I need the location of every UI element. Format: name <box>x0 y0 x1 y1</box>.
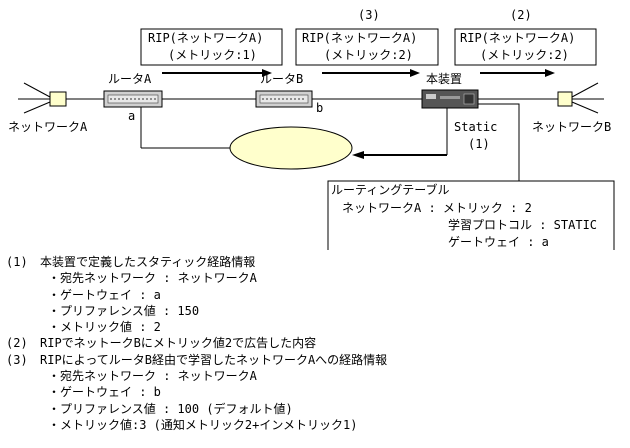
intermediate-network-ellipse <box>229 126 353 170</box>
note-text: ・宛先ネットワーク : ネットワークA <box>48 271 257 286</box>
port-b-label: b <box>316 101 323 115</box>
note-text: RIPによってルータB経由で学習したネットワークAへの経路情報 <box>40 352 388 367</box>
callout-1: RIP(ネットワークA) (メトリック:1) <box>140 28 283 66</box>
note-text: ・メトリック値 : 2 <box>48 320 161 335</box>
note-line: (2) RIPでネットークBにメトリック値2で広告した内容 <box>6 335 626 351</box>
routing-table-connector <box>478 103 520 181</box>
callout-1-line2: (メトリック:1) <box>168 48 257 62</box>
callout-3-line2: (メトリック:2) <box>480 48 569 62</box>
router-a-icon: ルータA a <box>103 72 163 123</box>
static-label: Static <box>454 120 497 134</box>
note-text: ・宛先ネットワーク : ネットワークA <box>48 369 257 384</box>
callout-2-line1: RIP(ネットワークA) <box>302 31 417 45</box>
note-number: (3) <box>6 352 28 367</box>
note-line: ・プリファレンス値 : 100 (デフォルト値) <box>6 401 626 417</box>
network-diagram: RIP(ネットワークA) (メトリック:1) (3) RIP(ネットワークA) … <box>8 8 615 250</box>
callout-1-line1: RIP(ネットワークA) <box>148 31 263 45</box>
note-text: ・メトリック値:3 (通知メトリック2+インメトリック1) <box>48 417 358 432</box>
notes-section: (1) 本装置で定義したスタティック経路情報 ・宛先ネットワーク : ネットワーク… <box>6 254 626 433</box>
routing-table-protocol: 学習プロトコル : STATIC <box>448 217 597 232</box>
this-device-icon: 本装置 Static (1) <box>421 72 497 151</box>
note-line: ・宛先ネットワーク : ネットワークA <box>6 270 626 286</box>
this-device-label: 本装置 <box>426 72 462 86</box>
network-a-label: ネットワークA <box>8 120 88 134</box>
port-a-label: a <box>128 109 135 123</box>
router-b-label: ルータB <box>260 72 303 86</box>
note-line: ・メトリック値 : 2 <box>6 319 626 335</box>
routing-table-title: ルーティングテーブル <box>331 182 450 197</box>
note-line: (1) 本装置で定義したスタティック経路情報 <box>6 254 626 270</box>
callout-3-line1: RIP(ネットワークA) <box>460 31 575 45</box>
note-number: (1) <box>6 255 28 269</box>
note-text: ・ゲートウェイ : a <box>48 287 161 302</box>
rip-arrows <box>162 69 555 77</box>
static-number: (1) <box>468 137 490 151</box>
note-text: ・ゲートウェイ : b <box>48 385 161 400</box>
network-b-node: ネットワークB <box>532 82 611 134</box>
callout-3-number: (2) <box>510 8 532 22</box>
note-text: 本装置で定義したスタティック経路情報 <box>40 255 256 269</box>
note-text: ・プリファレンス値 : 150 <box>48 303 200 318</box>
network-b-label: ネットワークB <box>532 120 611 134</box>
callout-3: (2) RIP(ネットワークA) (メトリック:2) <box>454 8 597 66</box>
note-text: RIPでネットークBにメトリック値2で広告した内容 <box>40 336 317 351</box>
callout-2-line2: (メトリック:2) <box>324 48 413 62</box>
note-line: ・ゲートウェイ : a <box>6 287 626 303</box>
note-line: ・ゲートウェイ : b <box>6 384 626 400</box>
note-line: ・プリファレンス値 : 150 <box>6 303 626 319</box>
note-number: (2) <box>6 336 28 351</box>
static-route-path <box>140 107 448 159</box>
callout-2-number: (3) <box>358 8 380 22</box>
network-a-node: ネットワークA <box>8 82 88 134</box>
note-line: ・宛先ネットワーク : ネットワークA <box>6 368 626 384</box>
callout-2: (3) RIP(ネットワークA) (メトリック:2) <box>295 8 439 66</box>
note-text: ・プリファレンス値 : 100 (デフォルト値) <box>48 401 293 416</box>
note-line: ・メトリック値:3 (通知メトリック2+インメトリック1) <box>6 417 626 433</box>
router-a-label: ルータA <box>108 72 152 86</box>
router-b-icon: ルータB b <box>255 72 323 115</box>
routing-table-entry: ネットワークA : メトリック : 2 <box>342 201 532 215</box>
note-line: (3) RIPによってルータB経由で学習したネットワークAへの経路情報 <box>6 352 626 368</box>
routing-table-gateway: ゲートウェイ : a <box>448 235 549 249</box>
routing-table: ルーティングテーブル ネットワークA : メトリック : 2 学習プロトコル :… <box>327 180 615 250</box>
